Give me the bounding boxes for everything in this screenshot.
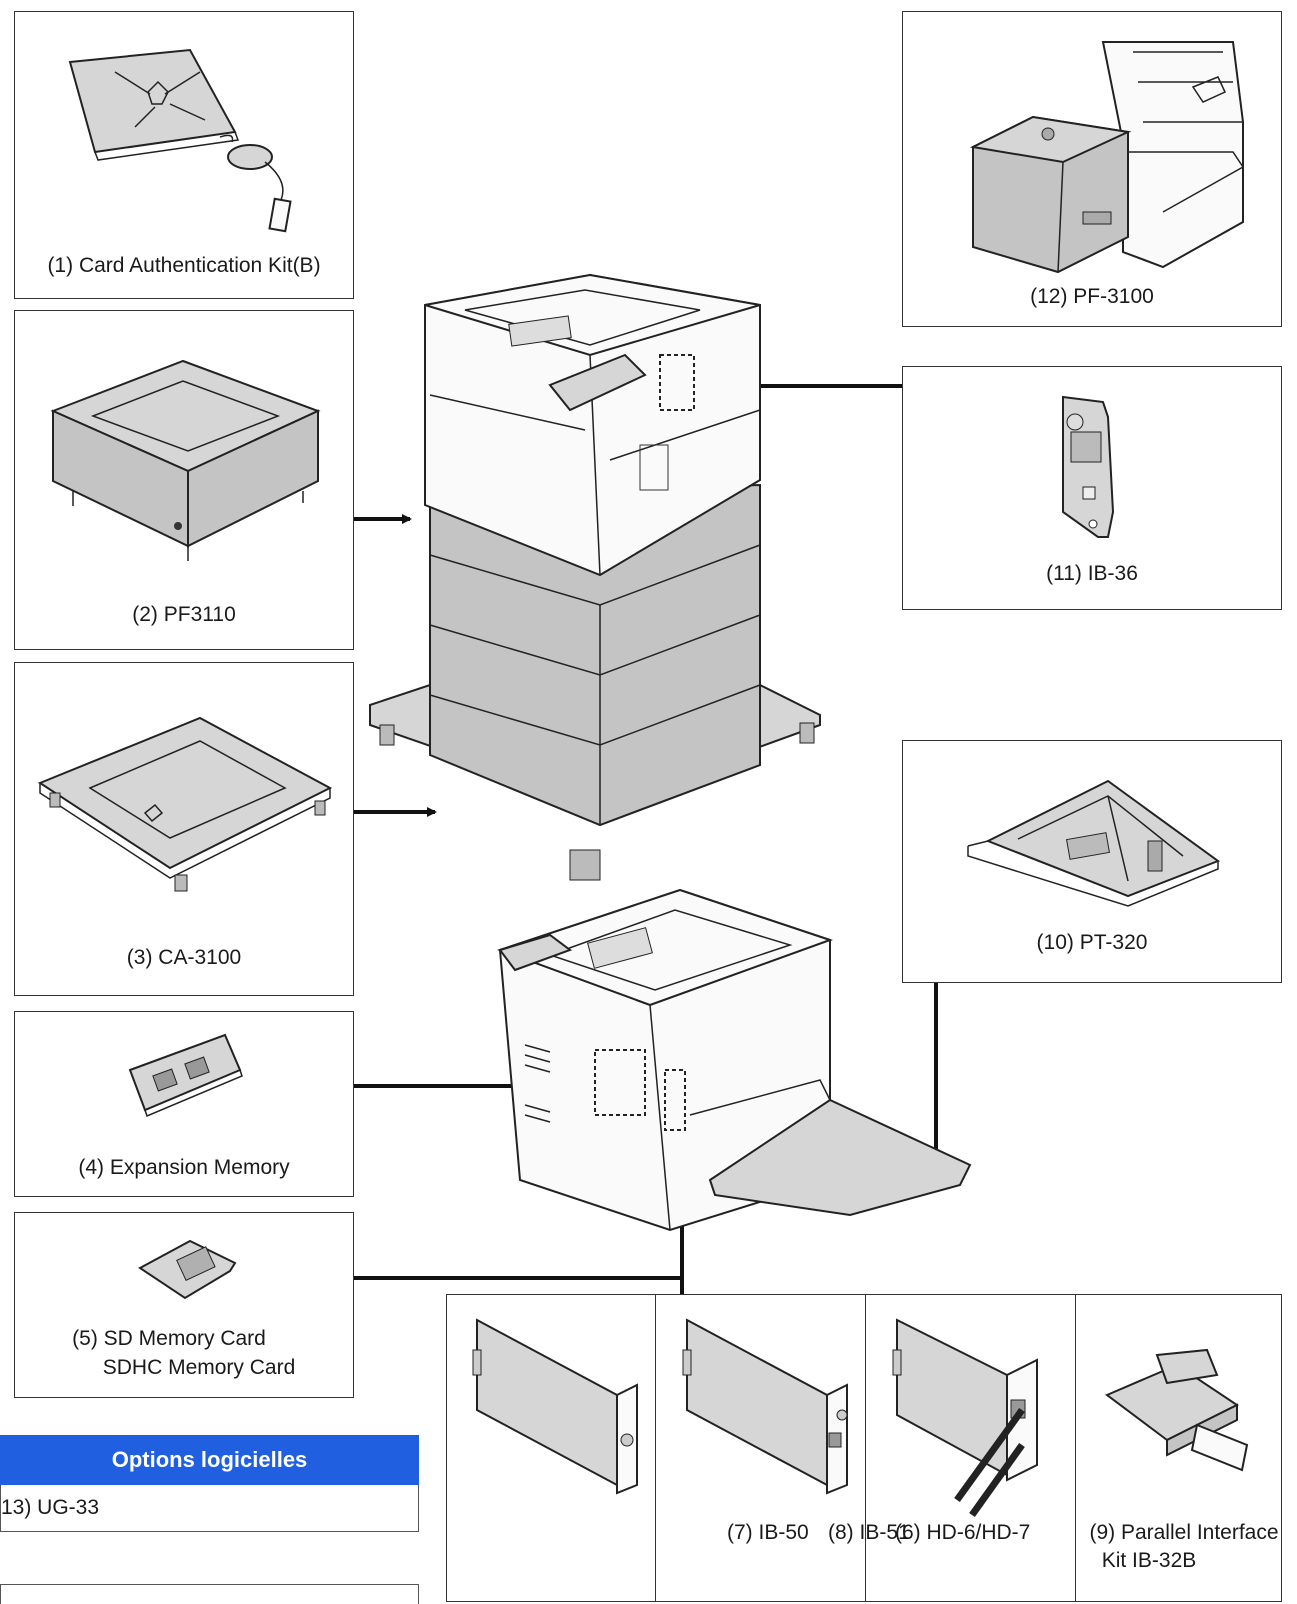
ug33-label: 13) UG-33 xyxy=(1,1496,100,1519)
output-tray-icon xyxy=(967,779,1221,907)
ib50-label: (7) IB-50 xyxy=(727,1521,809,1544)
pf3110-label: (2) PF3110 xyxy=(132,603,236,626)
pt320-box: (10) PT-320 xyxy=(902,740,1282,983)
ib36-label: (11) IB-36 xyxy=(1046,562,1138,585)
pf3100-label: (12) PF-3100 xyxy=(1030,285,1154,308)
ca3100-label: (3) CA-3100 xyxy=(126,946,242,969)
pf3110-box: (2) PF3110 xyxy=(14,310,354,650)
wireless-card-icon xyxy=(1062,395,1115,538)
ib36-box: (11) IB-36 xyxy=(902,366,1282,610)
software-option-row-2 xyxy=(0,1584,419,1604)
sd-card-label-1: (5) SD Memory Card xyxy=(72,1327,266,1350)
ib51-card-icon xyxy=(682,1318,848,1495)
pt320-label: (10) PT-320 xyxy=(1036,931,1148,954)
ib51-label: (8) IB-51 xyxy=(828,1521,910,1544)
printer-tower-illustration xyxy=(369,273,821,881)
card-auth-kit-label: (1) Card Authentication Kit(B) xyxy=(47,254,321,277)
parallel-interface-label-2: Kit IB-32B xyxy=(1101,1549,1197,1572)
parallel-interface-label-1: (9) Parallel Interface xyxy=(1089,1521,1279,1544)
sd-card-label-2: SDHC Memory Card xyxy=(102,1356,296,1379)
hd-card-icon xyxy=(892,1318,1038,1518)
parallel-interface-icon xyxy=(1105,1348,1249,1472)
paper-feeder-icon xyxy=(50,359,321,561)
card-auth-kit-box: (1) Card Authentication Kit(B) xyxy=(14,11,354,299)
expansion-memory-label: (4) Expansion Memory xyxy=(78,1156,290,1179)
card-reader-icon xyxy=(68,48,292,233)
ib50-card-icon xyxy=(472,1318,638,1495)
sd-card-box: (5) SD Memory Card SDHC Memory Card xyxy=(14,1212,354,1398)
expansion-memory-box: (4) Expansion Memory xyxy=(14,1011,354,1197)
ca3100-box: (3) CA-3100 xyxy=(14,662,354,996)
pf3100-box: (12) PF-3100 xyxy=(902,11,1282,327)
printer-rear-illustration xyxy=(496,888,972,1232)
software-option-ug33: 13) UG-33 xyxy=(0,1485,419,1532)
memory-module-icon xyxy=(128,1033,243,1118)
caster-base-icon xyxy=(37,716,333,892)
software-options-header: Options logicielles xyxy=(0,1435,419,1485)
hd-label: (6) HD-6/HD-7 xyxy=(895,1521,1031,1544)
interface-cards-box: (7) IB-50 (8) IB-51 (6) HD-6/HD-7 (9) Pa… xyxy=(446,1294,1282,1602)
large-paper-feeder-icon xyxy=(969,41,1245,274)
sd-card-icon xyxy=(138,1239,237,1300)
